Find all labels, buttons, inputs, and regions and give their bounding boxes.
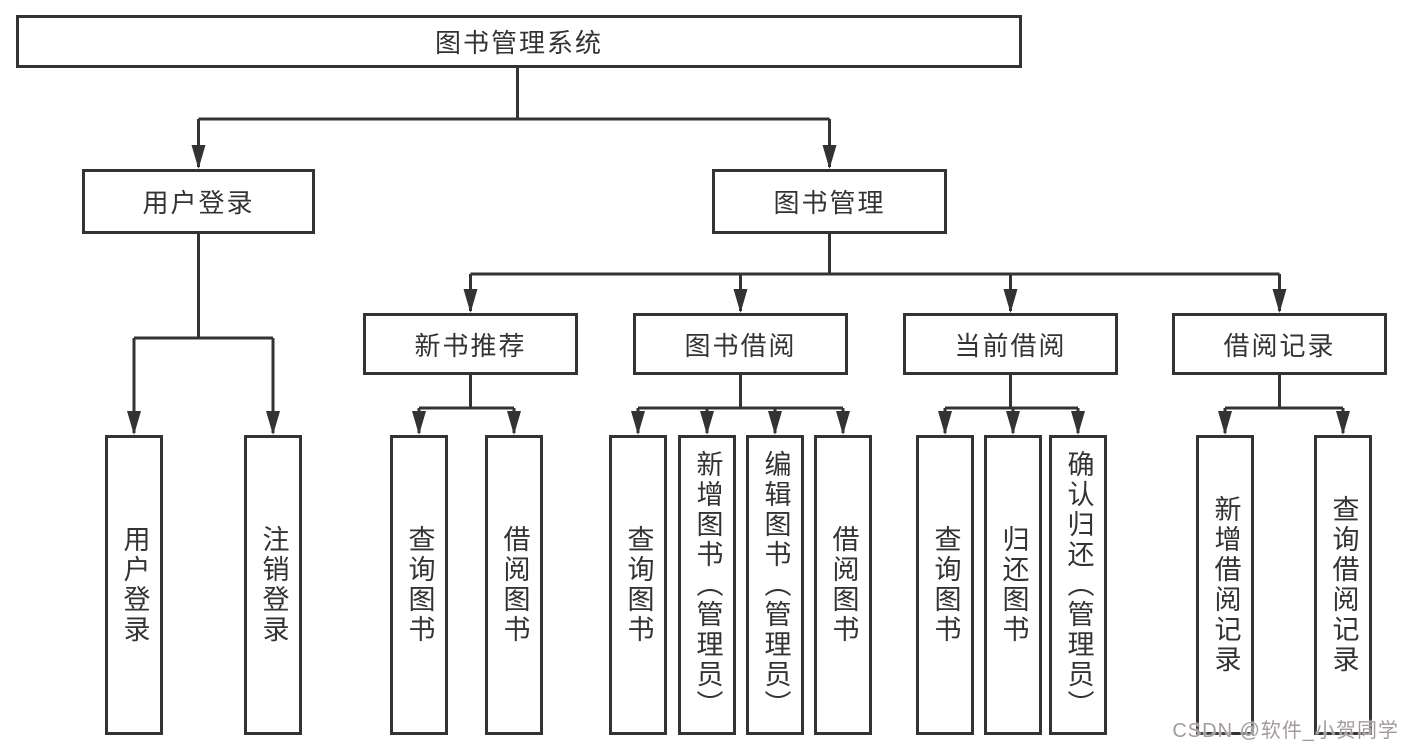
node-book-borrowing: 图书借阅 bbox=[633, 313, 848, 375]
node-label: 当前借阅 bbox=[954, 330, 1067, 361]
node-label: 查询借阅记录 bbox=[1328, 495, 1359, 675]
node-label: 用户登录 bbox=[142, 188, 255, 218]
node-label: 新增借阅记录 bbox=[1210, 495, 1241, 675]
leaf-edit-books-admin: 编辑图书（管理员） bbox=[746, 435, 804, 735]
leaf-query-borrow-record: 查询借阅记录 bbox=[1314, 435, 1372, 735]
node-label: 注销登录 bbox=[258, 525, 289, 645]
node-library-management-system: 图书管理系统 bbox=[16, 15, 1022, 68]
leaf-add-books-admin: 新增图书（管理员） bbox=[678, 435, 736, 735]
node-borrowing-records: 借阅记录 bbox=[1172, 313, 1387, 375]
leaf-return-books: 归还图书 bbox=[984, 435, 1042, 735]
node-label: 新增图书（管理员） bbox=[692, 450, 723, 720]
leaf-query-books-1: 查询图书 bbox=[390, 435, 448, 735]
node-label: 借阅图书 bbox=[499, 525, 530, 645]
arrowheads bbox=[127, 145, 1350, 435]
leaf-logout: 注销登录 bbox=[244, 435, 302, 735]
node-label: 用户登录 bbox=[119, 525, 150, 645]
node-label: 归还图书 bbox=[998, 525, 1029, 645]
node-current-borrowing: 当前借阅 bbox=[903, 313, 1118, 375]
leaf-borrow-books-1: 借阅图书 bbox=[485, 435, 543, 735]
leaf-confirm-return-admin: 确认归还（管理员） bbox=[1049, 435, 1107, 735]
leaf-user-login: 用户登录 bbox=[105, 435, 163, 735]
node-label: 借阅记录 bbox=[1223, 330, 1336, 361]
node-label: 图书管理 bbox=[773, 188, 886, 218]
csdn-watermark: CSDN @软件_小贺同学 bbox=[1172, 720, 1399, 742]
leaf-borrow-books-2: 借阅图书 bbox=[814, 435, 872, 735]
node-label: 图书借阅 bbox=[684, 330, 797, 361]
node-label: 确认归还（管理员） bbox=[1063, 450, 1094, 720]
node-label: 新书推荐 bbox=[414, 330, 527, 361]
node-label: 查询图书 bbox=[930, 525, 961, 645]
leaf-query-books-2: 查询图书 bbox=[609, 435, 667, 735]
node-label: 查询图书 bbox=[404, 525, 435, 645]
node-label: 借阅图书 bbox=[828, 525, 859, 645]
node-label: 图书管理系统 bbox=[434, 28, 603, 58]
node-label: 查询图书 bbox=[623, 525, 654, 645]
leaf-add-borrow-record: 新增借阅记录 bbox=[1196, 435, 1254, 735]
node-user-login: 用户登录 bbox=[82, 169, 315, 234]
node-book-management: 图书管理 bbox=[712, 169, 947, 234]
connector-paths bbox=[132, 68, 1345, 433]
leaf-query-books-3: 查询图书 bbox=[916, 435, 974, 735]
node-label: 编辑图书（管理员） bbox=[760, 450, 791, 720]
node-new-book-recommendation: 新书推荐 bbox=[363, 313, 578, 375]
